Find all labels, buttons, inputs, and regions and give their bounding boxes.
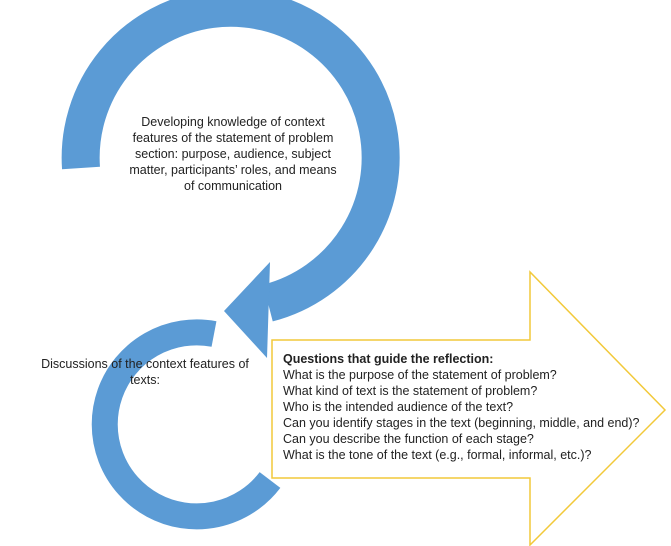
reflection-questions: Questions that guide the reflection: Wha… xyxy=(283,351,663,463)
bottom-stage-text: Discussions of the context features of t… xyxy=(41,357,249,387)
lower-cycle-arc xyxy=(91,319,281,530)
question-item: What is the tone of the text (e.g., form… xyxy=(283,448,592,462)
question-item: Can you identify stages in the text (beg… xyxy=(283,416,640,430)
top-stage-text: Developing knowledge of context features… xyxy=(129,115,337,193)
question-item: Can you describe the function of each st… xyxy=(283,432,534,446)
question-item: What kind of text is the statement of pr… xyxy=(283,384,538,398)
question-item: What is the purpose of the statement of … xyxy=(283,368,557,382)
callout-arrow-shape xyxy=(271,270,667,546)
question-item: Who is the intended audience of the text… xyxy=(283,400,514,414)
upper-cycle-arc xyxy=(61,0,400,322)
questions-heading: Questions that guide the reflection: xyxy=(283,352,494,366)
cycle-arrowhead xyxy=(224,262,270,358)
